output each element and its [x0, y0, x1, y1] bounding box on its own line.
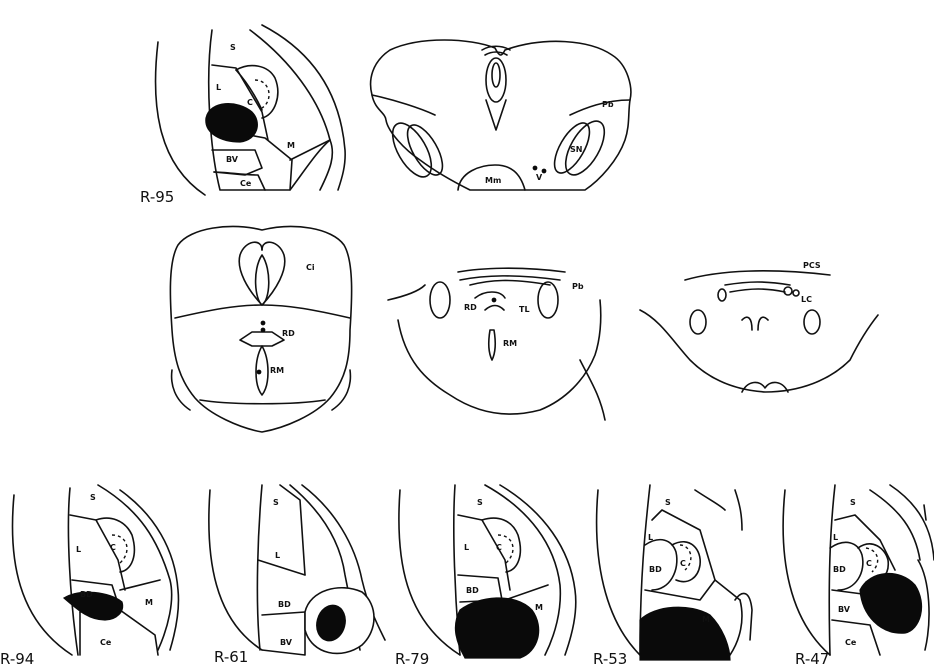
section-medulla: Ci RD RM — [170, 226, 351, 432]
label-s: S — [230, 43, 236, 52]
label-mm: Mm — [485, 176, 501, 185]
label-bv: BV — [280, 638, 293, 647]
label-c: C — [866, 559, 872, 568]
caption-r95: R-95 — [140, 188, 174, 206]
label-l: L — [464, 543, 469, 552]
label-s: S — [477, 498, 483, 507]
panel-r53: S L C BD M R-53 — [593, 485, 752, 668]
label-tl: TL — [519, 305, 530, 314]
label-rd: RD — [464, 303, 477, 312]
label-s: S — [273, 498, 279, 507]
label-m: M — [145, 598, 153, 607]
section-midbrain: Pb SN Mm V — [371, 40, 631, 190]
label-ce: Ce — [845, 638, 857, 647]
label-bd: BD — [466, 586, 479, 595]
label-bd: BD — [649, 565, 662, 574]
panel-r47: S L C BD BV Ce R-47 — [783, 485, 934, 668]
label-bd: BD — [278, 600, 291, 609]
caption-r61: R-61 — [214, 648, 248, 666]
label-ci: Ci — [306, 263, 315, 272]
label-l: L — [833, 533, 838, 542]
panel-r94: S L C BD M Ce R-94 — [0, 485, 179, 668]
label-s: S — [850, 498, 856, 507]
label-l: L — [216, 83, 221, 92]
caption-r79: R-79 — [395, 650, 429, 668]
label-rm: RM — [503, 339, 517, 348]
panel-r61: S L BD BV R-61 — [209, 485, 385, 666]
label-l: L — [648, 533, 653, 542]
label-pb: Pb — [602, 100, 614, 109]
section-pons1: Pb RD TL RM — [388, 268, 605, 420]
label-bv: BV — [226, 155, 239, 164]
label-s: S — [90, 493, 96, 502]
label-rm: RM — [270, 366, 284, 375]
label-c: C — [110, 543, 116, 552]
label-c: C — [247, 98, 253, 107]
label-bd: BD — [80, 590, 93, 599]
label-l: L — [275, 551, 280, 560]
label-m: M — [702, 615, 710, 624]
label-lc: LC — [801, 295, 812, 304]
label-c: C — [496, 543, 502, 552]
label-ce: Ce — [240, 179, 252, 188]
label-sn: SN — [570, 145, 582, 154]
label-s: S — [665, 498, 671, 507]
label-c: C — [680, 559, 686, 568]
caption-r47: R-47 — [795, 650, 829, 668]
label-v: V — [536, 173, 543, 182]
caption-r53: R-53 — [593, 650, 627, 668]
section-pons2: PCS LC — [640, 261, 878, 392]
label-pcs: PCS — [803, 261, 821, 270]
label-ce: Ce — [100, 638, 112, 647]
label-m: M — [535, 603, 543, 612]
panel-r95: S L C M BV Ce R-95 — [140, 25, 345, 206]
label-pb: Pb — [572, 282, 584, 291]
label-l: L — [76, 545, 81, 554]
label-bd: BD — [833, 565, 846, 574]
caption-r94: R-94 — [0, 650, 34, 668]
label-m: M — [287, 141, 295, 150]
label-rd: RD — [282, 329, 295, 338]
label-bv: BV — [838, 605, 851, 614]
panel-r79: S L C BD M R-79 — [395, 485, 576, 668]
